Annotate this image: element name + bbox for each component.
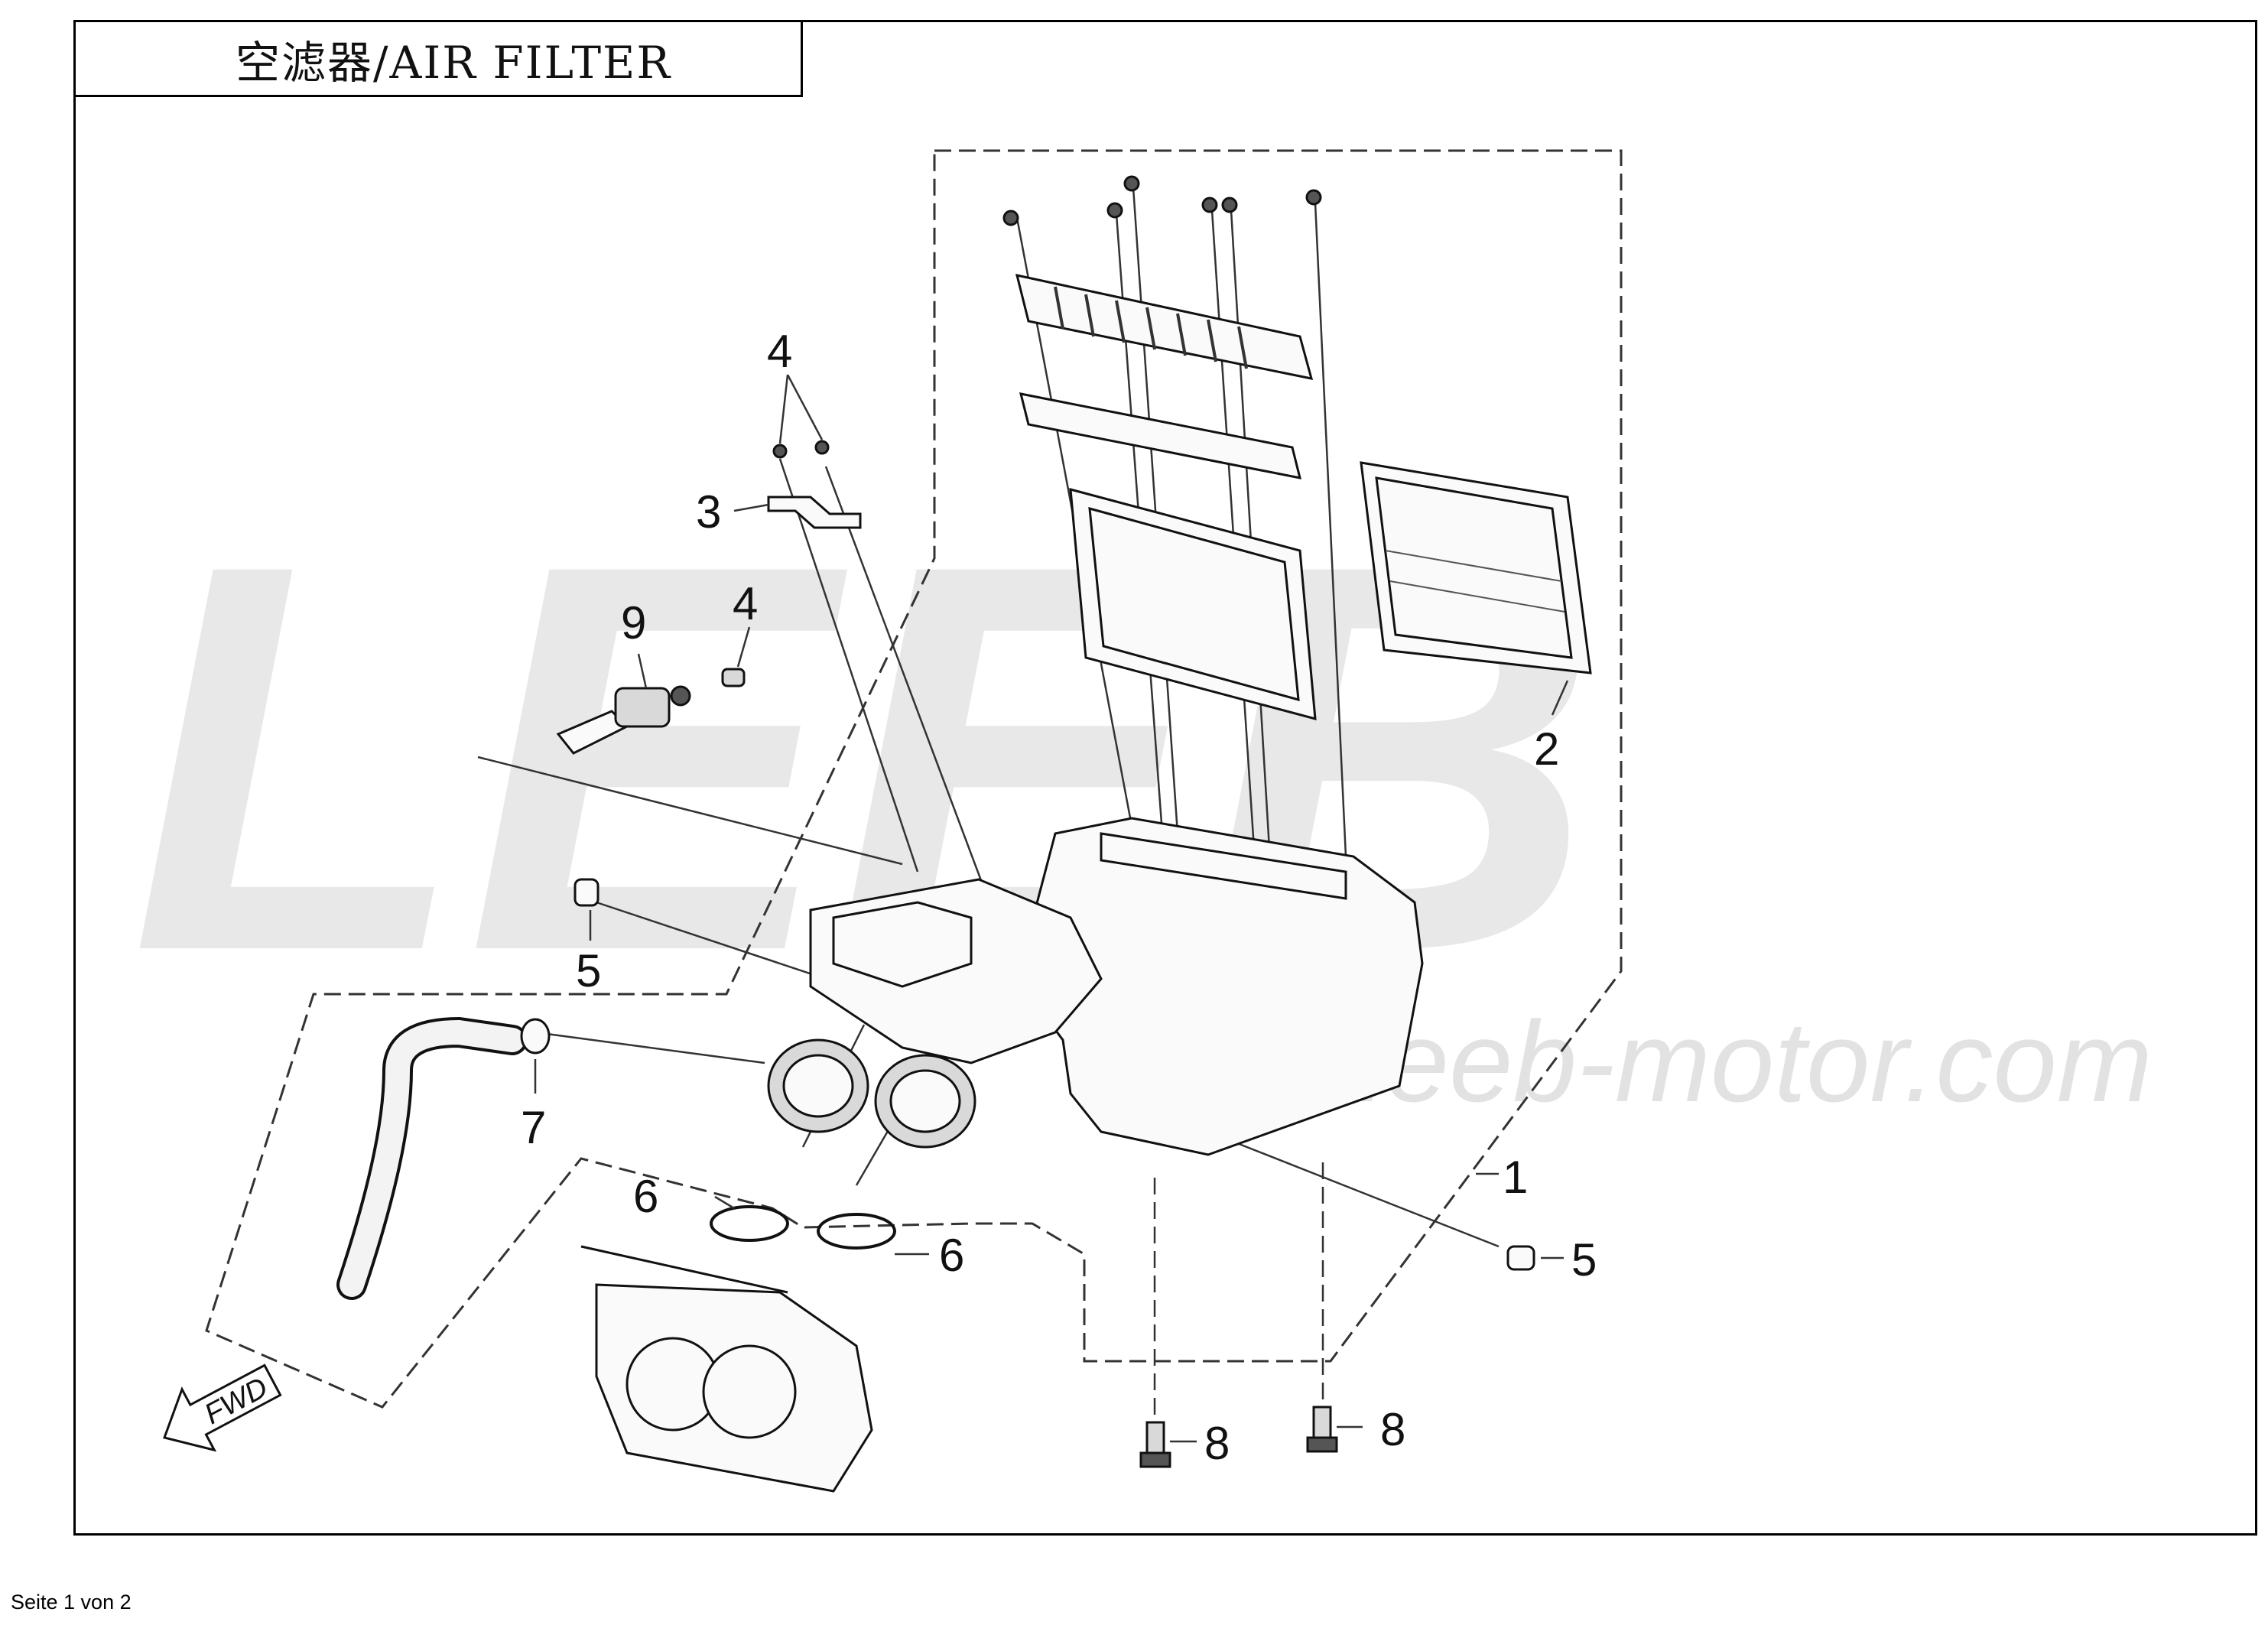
cover-screws bbox=[1002, 175, 1322, 226]
callout-4a: 4 bbox=[767, 326, 792, 377]
callout-labels: 1 2 3 4 4 5 5 6 6 7 8 8 9 bbox=[521, 326, 1597, 1469]
callout-3: 3 bbox=[696, 486, 721, 538]
part-3-bracket bbox=[721, 440, 862, 687]
throttle-body bbox=[580, 1245, 873, 1493]
part-9-sensor bbox=[556, 685, 691, 755]
page-title: 空滤器/AIR FILTER bbox=[235, 36, 672, 89]
callout-6b: 6 bbox=[939, 1230, 964, 1281]
callout-leaders bbox=[534, 374, 1569, 1443]
part-6-clamps bbox=[710, 1205, 896, 1250]
part-8-bolts bbox=[1139, 1406, 1338, 1468]
callout-5a: 5 bbox=[576, 945, 601, 996]
diagram-frame bbox=[73, 20, 2257, 1536]
callout-5b: 5 bbox=[1571, 1234, 1597, 1285]
fwd-arrow: FWD bbox=[163, 1363, 282, 1452]
callout-8a: 8 bbox=[1204, 1418, 1230, 1469]
assembly-outline bbox=[205, 149, 1623, 1409]
callout-9: 9 bbox=[621, 597, 646, 648]
part-5-grommets bbox=[573, 878, 1535, 1271]
intake-boots bbox=[767, 1038, 976, 1149]
diagram-title-box: 空滤器/AIR FILTER bbox=[73, 20, 803, 97]
callout-2: 2 bbox=[1534, 723, 1559, 775]
part-2-filter-element bbox=[1360, 461, 1592, 674]
callout-1: 1 bbox=[1503, 1152, 1528, 1203]
page-footer: Seite 1 von 2 bbox=[11, 1591, 132, 1614]
part-1-air-box bbox=[809, 817, 1424, 1156]
callout-8b: 8 bbox=[1380, 1404, 1405, 1455]
filter-frame bbox=[1069, 487, 1317, 721]
breather-hose bbox=[336, 1016, 551, 1300]
callout-6a: 6 bbox=[633, 1171, 658, 1222]
callout-7: 7 bbox=[521, 1102, 546, 1153]
air-box-cover bbox=[1015, 274, 1314, 479]
callout-4b: 4 bbox=[733, 578, 758, 629]
